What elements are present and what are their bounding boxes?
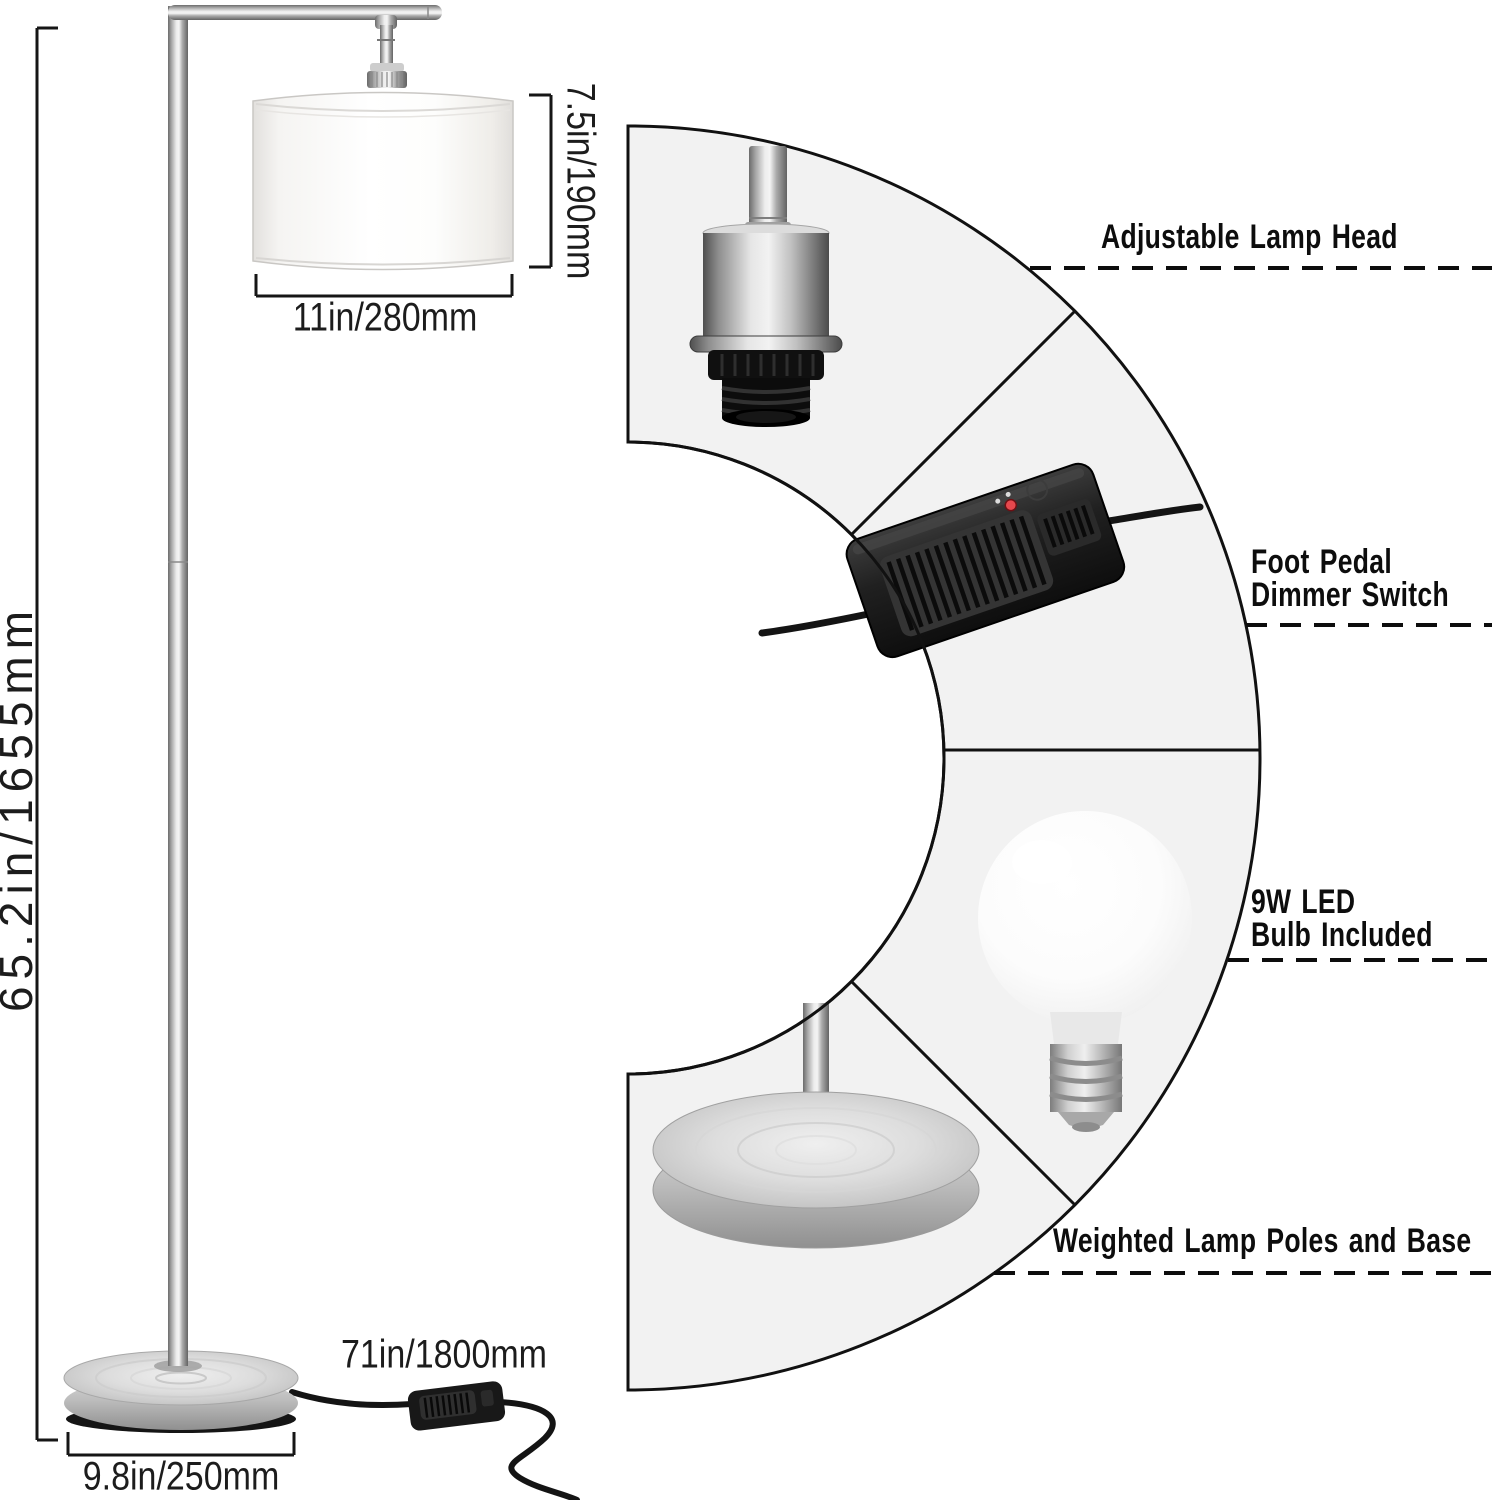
lamp-base bbox=[63, 1350, 299, 1433]
feature-label-adjustable-lamp-head: Adjustable Lamp Head bbox=[1101, 218, 1398, 256]
leader-lines bbox=[994, 266, 1492, 1275]
feature-label-line: Bulb Included bbox=[1251, 916, 1433, 954]
shade-hanger bbox=[367, 15, 407, 88]
dimension-total-height: 65.2in/1655mm bbox=[0, 603, 42, 1013]
lamp-head-photo bbox=[689, 146, 843, 427]
feature-label-foot-pedal-dimmer: Foot Pedal Dimmer Switch bbox=[1251, 543, 1449, 614]
ring-dividers bbox=[849, 309, 1259, 1207]
feature-label-line: Dimmer Switch bbox=[1251, 576, 1449, 614]
dimension-brackets bbox=[35, 26, 553, 1457]
floor-lamp-illustration bbox=[63, 5, 580, 1500]
feature-label-led-bulb: 9W LED Bulb Included bbox=[1251, 883, 1433, 954]
dimmer-pedal-photo bbox=[758, 462, 1204, 659]
power-cord bbox=[289, 1389, 580, 1500]
led-bulb-photo bbox=[978, 811, 1192, 1132]
dimension-shade-diameter: 11in/280mm bbox=[292, 295, 478, 340]
feature-label-line: Foot Pedal bbox=[1251, 543, 1393, 581]
ring-inner-edge bbox=[627, 440, 946, 1076]
bracket-total-height bbox=[35, 26, 58, 1442]
foot-pedal-small bbox=[407, 1381, 506, 1431]
dimension-shade-height: 7.5in/190mm bbox=[558, 82, 603, 280]
dimension-cord-length: 71in/1800mm bbox=[340, 1332, 548, 1377]
lamp-shade bbox=[252, 91, 514, 271]
feature-label-line: Adjustable Lamp Head bbox=[1101, 218, 1398, 256]
bracket-base-width bbox=[66, 1432, 296, 1457]
lamp-pole bbox=[168, 6, 188, 1366]
dimmer-led-indicator bbox=[1004, 498, 1018, 512]
dimension-base-diameter: 9.8in/250mm bbox=[82, 1454, 280, 1499]
feature-label-line: 9W LED bbox=[1251, 883, 1356, 921]
bracket-shade-height bbox=[529, 93, 553, 269]
lamp-base-photo bbox=[652, 1003, 980, 1249]
feature-label-weighted-base: Weighted Lamp Poles and Base bbox=[1053, 1222, 1472, 1260]
lamp-arm bbox=[168, 5, 442, 20]
feature-label-line: Weighted Lamp Poles and Base bbox=[1053, 1222, 1472, 1260]
bracket-shade-width bbox=[254, 274, 514, 298]
